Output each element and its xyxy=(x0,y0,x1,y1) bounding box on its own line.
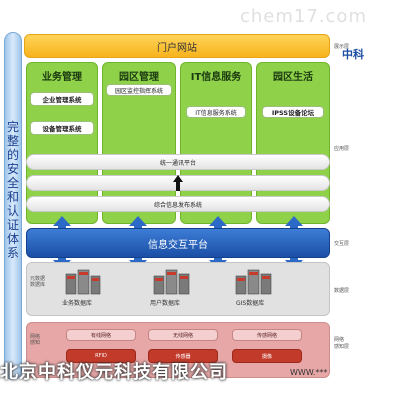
it-service-system-box: IT信息服务系统 xyxy=(186,106,246,118)
equipment-system-box: 设备管理系统 xyxy=(30,121,94,135)
interaction-layer-tag: 交互层 xyxy=(334,241,350,247)
rfid-box: RFID xyxy=(66,349,136,363)
gis-db-label: GIS数据库 xyxy=(236,300,265,307)
company-logo: 中科 xyxy=(342,48,364,61)
application-layer-tag: 应用层 xyxy=(334,146,350,152)
server-icon xyxy=(65,269,101,295)
unified-communication-bar: 统一通讯平台 xyxy=(26,154,330,170)
user-db-label: 用户数据库 xyxy=(150,300,181,307)
presentation-layer-tag: 展示层 xyxy=(334,44,350,50)
column-title: 园区生活 xyxy=(273,72,313,83)
info-interaction-platform: 信息交互平台 xyxy=(26,228,330,258)
camera-box: 摄像 xyxy=(232,349,302,363)
wireless-network-box: 无线网络 xyxy=(148,329,218,341)
park-monitor-system-box: 园区监控指挥系统 xyxy=(106,84,172,96)
company-name-watermark: 北京中科仪元科技有限公司 xyxy=(0,362,228,383)
network-side-label: 网络感知 xyxy=(30,334,41,346)
server-icon xyxy=(153,269,190,295)
sensor-box: 传感器 xyxy=(148,349,218,363)
enterprise-system-box: 企业管理系统 xyxy=(30,92,94,106)
network-layer-tag: 网络 感知层 xyxy=(334,337,350,350)
server-icon xyxy=(235,269,272,295)
portal-website-box: 门户网站 xyxy=(24,34,330,58)
column-title: IT信息服务 xyxy=(190,72,242,83)
column-title: 园区管理 xyxy=(119,72,159,83)
up-arrow-icon xyxy=(173,175,183,191)
data-layer-tag: 数据层 xyxy=(334,288,350,294)
ipss-forum-box: IPSS设备论坛 xyxy=(262,106,324,118)
sensor-network-box: 传感网络 xyxy=(232,329,302,341)
column-title: 业务管理 xyxy=(42,72,82,83)
watermark-text: chem17.com xyxy=(240,6,367,27)
security-system-label: 完整的安全和认证体系 xyxy=(6,120,19,260)
security-system-bar xyxy=(4,32,22,380)
business-db-label: 业务数据库 xyxy=(62,300,93,307)
website-watermark: WWW.*** xyxy=(290,368,328,377)
info-publish-bar: 综合信息发布系统 xyxy=(26,196,330,212)
metadata-db-label: 元数据 数据库 xyxy=(30,276,46,288)
database-servers-group xyxy=(65,269,272,295)
wired-network-box: 有线网络 xyxy=(66,329,136,341)
data-layer-panel xyxy=(26,262,330,316)
